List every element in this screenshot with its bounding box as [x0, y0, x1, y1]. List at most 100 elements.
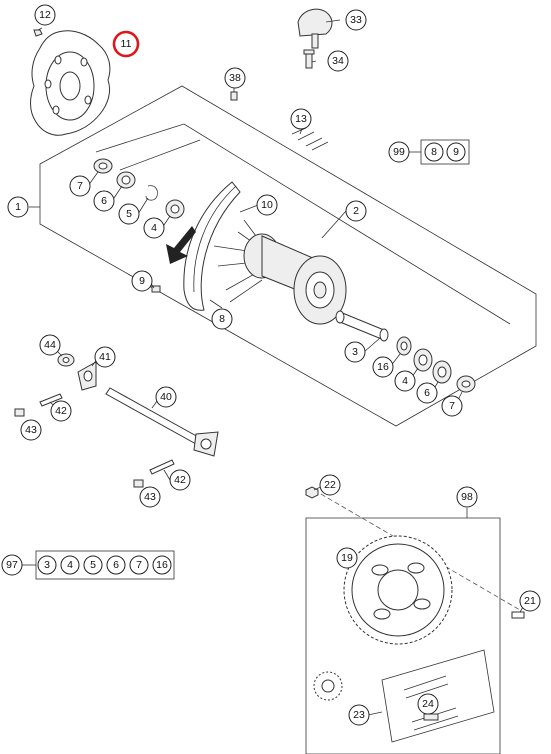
- rim-8: [183, 181, 241, 311]
- callout-1: 1: [7, 196, 29, 218]
- brake-disc: [30, 30, 111, 136]
- callout-4: 4: [143, 217, 165, 239]
- svg-text:11: 11: [121, 38, 132, 50]
- kit-97: 97 3 4 5 6 7 16: [1, 550, 175, 580]
- callout-22: 22: [319, 474, 341, 496]
- svg-text:7: 7: [449, 400, 455, 412]
- callout-21: 21: [519, 590, 541, 612]
- callout-6: 6: [93, 190, 115, 212]
- callout-38: 38: [224, 67, 246, 89]
- chain-link-24: [423, 713, 439, 721]
- callout-11-highlighted: 11: [112, 30, 140, 58]
- svg-text:98: 98: [461, 491, 473, 503]
- right-bearing-stack: [335, 310, 476, 393]
- callout-41: 41: [94, 346, 116, 368]
- svg-text:3: 3: [44, 559, 50, 571]
- svg-text:16: 16: [377, 361, 389, 373]
- svg-text:23: 23: [353, 709, 365, 721]
- hub-2: [213, 219, 347, 325]
- leader-lines: [29, 19, 527, 716]
- rotation-arrow: [166, 226, 196, 264]
- callout-16: 16: [372, 356, 394, 378]
- svg-text:5: 5: [126, 208, 132, 220]
- front-sprocket: [313, 671, 343, 701]
- nut-44: [57, 353, 75, 367]
- svg-text:42: 42: [55, 405, 67, 417]
- svg-text:6: 6: [101, 195, 107, 207]
- svg-text:8: 8: [431, 146, 437, 158]
- svg-text:6: 6: [424, 387, 430, 399]
- left-bearing-stack: [93, 158, 185, 219]
- callout-3: 3: [344, 341, 366, 363]
- callout-24: 24: [417, 693, 439, 715]
- callout-6: 6: [416, 382, 438, 404]
- spoke-nipple-13: [291, 127, 329, 151]
- svg-text:40: 40: [160, 391, 172, 403]
- callout-98: 98: [456, 486, 478, 508]
- spoke-nipple-9: [151, 285, 161, 293]
- screw-34: [303, 49, 315, 69]
- axle-40: [105, 387, 219, 457]
- svg-text:41: 41: [99, 351, 111, 363]
- svg-text:9: 9: [139, 275, 145, 287]
- bolt-42-right: [149, 459, 175, 475]
- disc-bolt-12: [33, 29, 43, 37]
- svg-text:19: 19: [341, 552, 353, 564]
- callout-13: 13: [290, 108, 312, 130]
- svg-text:4: 4: [402, 375, 408, 387]
- nut-43-left: [14, 408, 25, 417]
- nut-43-right: [133, 479, 144, 488]
- callout-12: 12: [34, 4, 56, 26]
- kit-99-item: 8: [424, 142, 444, 162]
- svg-text:9: 9: [453, 146, 459, 158]
- svg-text:8: 8: [219, 313, 225, 325]
- callout-43: 43: [20, 419, 42, 441]
- callout-42: 42: [50, 400, 72, 422]
- callout-44: 44: [39, 334, 61, 356]
- wheel-group-frame: [39, 85, 537, 427]
- svg-text:6: 6: [113, 559, 119, 571]
- callout-43: 43: [139, 486, 161, 508]
- callout-23: 23: [348, 704, 370, 726]
- callout-7: 7: [69, 175, 91, 197]
- kit-97-item: 3: [37, 555, 57, 575]
- callout-34: 34: [327, 50, 349, 72]
- callout-8: 8: [211, 308, 233, 330]
- svg-text:33: 33: [350, 14, 362, 26]
- svg-text:43: 43: [25, 424, 37, 436]
- svg-text:12: 12: [39, 9, 51, 21]
- svg-text:3: 3: [352, 346, 358, 358]
- svg-text:99: 99: [393, 146, 405, 158]
- adjuster-41: [77, 361, 97, 391]
- svg-text:97: 97: [6, 559, 18, 571]
- sprocket-group-frame: [305, 517, 501, 754]
- rear-sprocket-19: [343, 535, 453, 645]
- callout-4: 4: [394, 370, 416, 392]
- callout-97: 97: [1, 554, 23, 576]
- kit-97-item: 5: [83, 555, 103, 575]
- callout-5: 5: [118, 203, 140, 225]
- callout-2: 2: [345, 200, 367, 222]
- callout-7: 7: [441, 395, 463, 417]
- svg-text:5: 5: [90, 559, 96, 571]
- callout-99: 99: [388, 141, 410, 163]
- svg-text:44: 44: [44, 339, 56, 351]
- valve-cap-38: [230, 91, 238, 101]
- callout-42: 42: [169, 469, 191, 491]
- callout-40: 40: [155, 386, 177, 408]
- svg-text:10: 10: [261, 199, 273, 211]
- svg-text:7: 7: [136, 559, 142, 571]
- callout-10: 10: [256, 194, 278, 216]
- bolt-42-left: [39, 393, 63, 407]
- callout-33: 33: [345, 9, 367, 31]
- svg-text:13: 13: [295, 113, 307, 125]
- svg-text:7: 7: [77, 180, 83, 192]
- svg-text:1: 1: [15, 201, 21, 213]
- kit-97-item: 4: [60, 555, 80, 575]
- kit-99-item: 9: [446, 142, 466, 162]
- svg-text:43: 43: [144, 491, 156, 503]
- svg-text:34: 34: [332, 55, 344, 67]
- kit-97-item: 16: [152, 555, 172, 575]
- svg-text:2: 2: [353, 205, 359, 217]
